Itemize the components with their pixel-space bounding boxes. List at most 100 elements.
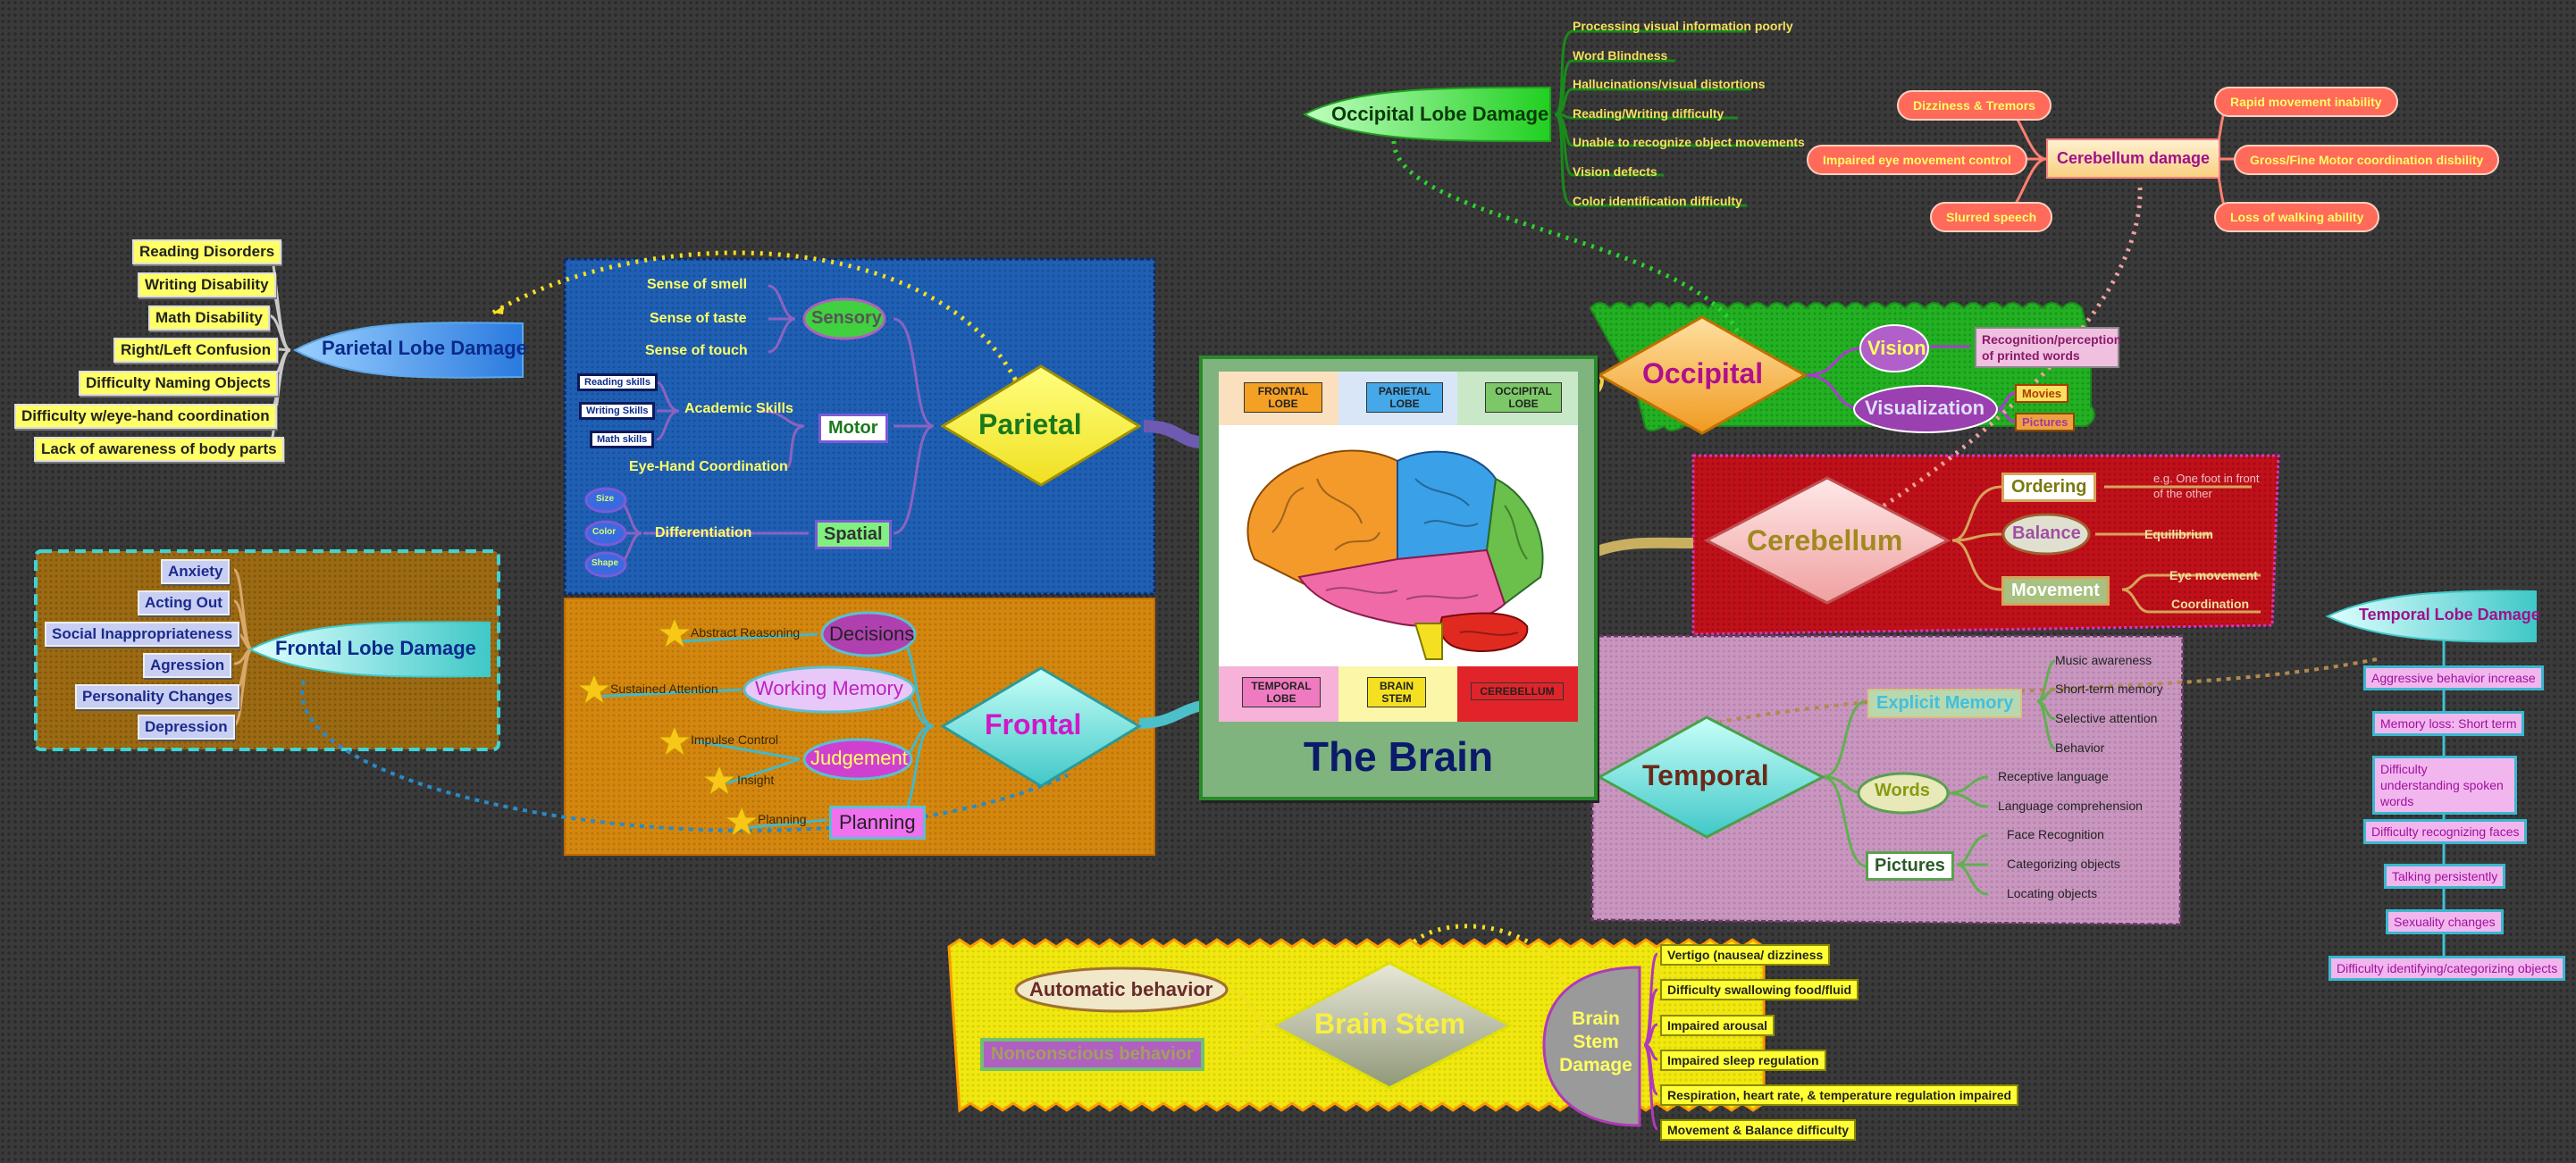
vision-label[interactable]: Vision: [1867, 337, 1926, 359]
brainstem-damage-item[interactable]: Difficulty swallowing food/fluid: [1660, 979, 1859, 1000]
occipital-damage-title[interactable]: Occipital Lobe Damage: [1331, 103, 1549, 125]
automatic-oval: [1014, 966, 1229, 1013]
judgement-label[interactable]: Judgement: [810, 747, 908, 769]
working-memory-label[interactable]: Working Memory: [755, 677, 903, 699]
vision-oval: [1859, 324, 1929, 372]
star-icon: [657, 616, 692, 649]
parietal-damage-item[interactable]: Difficulty Naming Objects: [79, 371, 278, 396]
frontal-damage-item[interactable]: Acting Out: [138, 590, 230, 615]
cerebellum-damage-item[interactable]: Rapid movement inability: [2214, 87, 2398, 117]
frontal-damage-item[interactable]: Personality Changes: [75, 684, 240, 709]
explicit-item: Short-term memory: [2055, 682, 2163, 696]
skill-box[interactable]: Reading skills: [577, 373, 658, 391]
explicit-item: Behavior: [2055, 740, 2105, 755]
insight: Insight: [737, 773, 775, 787]
brainstem-damage-item[interactable]: Impaired sleep regulation: [1660, 1050, 1826, 1071]
cerebellum-diamond: [1703, 476, 1951, 605]
skill-box[interactable]: Writing Skills: [579, 402, 656, 420]
brainstem-damage-title[interactable]: Brain Stem Damage: [1559, 1008, 1632, 1075]
vision-detail: Recognition/perception of printed words: [1975, 327, 2121, 368]
parietal-damage-title[interactable]: Parietal Lobe Damage: [322, 337, 527, 359]
motor-label[interactable]: Motor: [818, 414, 888, 443]
explicit-memory-label[interactable]: Explicit Memory: [1867, 689, 2023, 718]
decisions-label[interactable]: Decisions: [829, 623, 915, 645]
parietal-damage-item[interactable]: Reading Disorders: [132, 239, 282, 264]
frontal-damage-item[interactable]: Anxiety: [161, 559, 231, 584]
temporal-damage-item[interactable]: Sexuality changes: [2386, 909, 2504, 934]
ordering-label[interactable]: Ordering: [2001, 473, 2097, 502]
brainstem-damage-item[interactable]: Respiration, heart rate, & temperature r…: [1660, 1084, 2019, 1106]
frontal-damage-item[interactable]: Agression: [143, 653, 232, 678]
frontal-title[interactable]: Frontal: [985, 708, 1082, 740]
movement-label[interactable]: Movement: [2001, 576, 2110, 606]
temporal-damage-title[interactable]: Temporal Lobe Damage: [2359, 606, 2540, 623]
parietal-damage-item[interactable]: Difficulty w/eye-hand coordination: [14, 404, 277, 429]
cerebellum-damage-item[interactable]: Impaired eye movement control: [1807, 145, 2027, 175]
frontal-damage-item[interactable]: Social Inappropriateness: [45, 622, 240, 647]
occipital-damage-item: Color identification difficulty: [1573, 194, 1742, 208]
brain-stem-label: BRAIN STEM: [1367, 677, 1426, 707]
sustained-attention: Sustained Attention: [610, 682, 718, 696]
temporal-title[interactable]: Temporal: [1642, 759, 1769, 791]
parietal-damage-item[interactable]: Math Disability: [148, 305, 270, 330]
explicit-item: Music awareness: [2055, 653, 2152, 667]
ordering-detail: e.g. One foot in front of the other: [2153, 472, 2260, 500]
judgement-oval: [802, 738, 913, 781]
brainstem-damage-item[interactable]: Vertigo (nausea/ dizziness: [1660, 944, 1831, 966]
spatial-label[interactable]: Spatial: [815, 520, 892, 549]
nonconscious-behavior[interactable]: Nonconscious behavior: [980, 1038, 1204, 1071]
brainstem-damage-shape: [1542, 966, 1641, 1127]
frontal-damage-item[interactable]: Depression: [138, 715, 235, 740]
pictures-item: Face Recognition: [2007, 827, 2104, 841]
parietal-damage-item[interactable]: Lack of awareness of body parts: [34, 437, 284, 462]
cerebellum-damage-title[interactable]: Cerebellum damage: [2046, 138, 2221, 179]
differentiation: Differentiation: [655, 525, 752, 540]
pictures-box[interactable]: Pictures: [2015, 413, 2076, 431]
parietal-title[interactable]: Parietal: [978, 408, 1082, 440]
impulse-control: Impulse Control: [691, 732, 779, 747]
parietal-diamond: [940, 364, 1142, 487]
cerebellum-damage-item[interactable]: Slurred speech: [1930, 202, 2053, 232]
cerebellum-damage-item[interactable]: Dizziness & Tremors: [1897, 90, 2052, 121]
temporal-damage-item[interactable]: Difficulty identifying/categorizing obje…: [2328, 956, 2566, 981]
balance-label[interactable]: Balance: [2012, 523, 2081, 543]
visualization-oval: [1853, 385, 1998, 433]
spatial-item: Size: [596, 494, 615, 504]
parietal-damage-item[interactable]: Writing Disability: [138, 272, 276, 297]
spatial-item: Shape: [592, 558, 619, 568]
occipital-lobe-label: OCCIPITAL LOBE: [1485, 382, 1562, 413]
words-label[interactable]: Words: [1875, 781, 1930, 800]
visualization-label[interactable]: Visualization: [1865, 397, 1985, 419]
temporal-damage-item[interactable]: Talking persistently: [2384, 864, 2506, 889]
cerebellum-damage-item[interactable]: Gross/Fine Motor coordination disbility: [2234, 145, 2500, 175]
temporal-damage-item[interactable]: Difficulty recognizing faces: [2363, 819, 2528, 844]
cerebellum-title[interactable]: Cerebellum: [1747, 524, 1903, 556]
decisions-oval: [820, 611, 917, 657]
brainstem-title[interactable]: Brain Stem: [1314, 1008, 1465, 1040]
frontal-diamond: [940, 666, 1142, 788]
temporal-damage-item[interactable]: Difficulty understanding spoken words: [2372, 756, 2517, 815]
cerebellum-damage-item[interactable]: Loss of walking ability: [2214, 202, 2380, 232]
cerebellum-label: CEREBELLUM: [1471, 682, 1564, 700]
brainstem-damage-item[interactable]: Movement & Balance difficulty: [1660, 1119, 1857, 1141]
temporal-damage-item[interactable]: Memory loss: Short term: [2372, 711, 2525, 736]
skill-box[interactable]: Math skills: [590, 431, 655, 448]
temporal-damage-item[interactable]: Aggressive behavior increase: [2363, 665, 2544, 690]
academic-skills: Academic Skills: [684, 401, 793, 416]
automatic-behavior[interactable]: Automatic behavior: [1029, 978, 1213, 1000]
parietal-damage-item[interactable]: Right/Left Confusion: [113, 338, 279, 363]
movies-box[interactable]: Movies: [2015, 384, 2069, 403]
explicit-item: Selective attention: [2055, 711, 2158, 725]
pictures-item: Categorizing objects: [2007, 857, 2120, 871]
coordination: Coordination: [2171, 597, 2250, 611]
pictures-label[interactable]: Pictures: [1866, 851, 1954, 881]
size-oval: [584, 487, 627, 514]
occipital-damage-item: Reading/Writing difficulty: [1573, 106, 1724, 121]
brainstem-damage-item[interactable]: Impaired arousal: [1660, 1015, 1775, 1036]
planning-label[interactable]: Planning: [829, 806, 926, 840]
frontal-lobe-label: FRONTAL LOBE: [1244, 382, 1322, 413]
occipital-title[interactable]: Occipital: [1642, 357, 1764, 389]
frontal-damage-title[interactable]: Frontal Lobe Damage: [275, 637, 476, 659]
sensory-label[interactable]: Sensory: [811, 308, 882, 328]
